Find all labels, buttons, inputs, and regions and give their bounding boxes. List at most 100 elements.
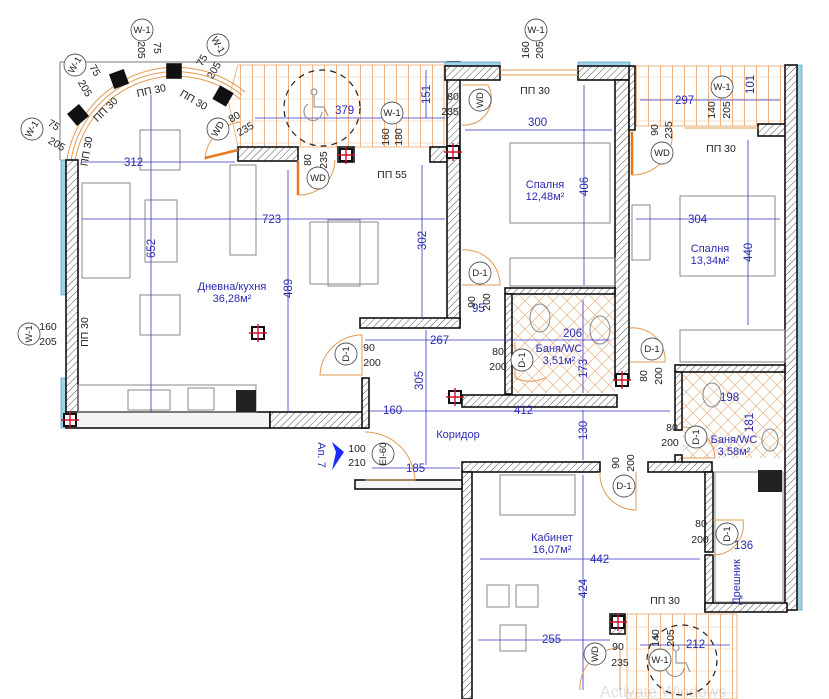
opening-width: 75 [194,52,210,68]
opening-tag: D-1 [341,346,352,361]
dimension-label: 406 [579,177,591,196]
opening-width: 90 [612,641,624,653]
opening-tag-circle [710,75,734,99]
room-area: 16,07м² [533,544,572,556]
opening-width: 90 [649,124,661,136]
room-name: Спалня [526,179,565,191]
opening-width: 80 [492,346,504,358]
dimension-label: 255 [542,634,561,646]
opening-width: 80 [638,370,650,382]
opening-tag-circle [612,474,636,498]
sill-label: ПП 30 [79,317,91,347]
dimension-label: 206 [563,328,582,340]
dimension-label: 652 [146,239,158,258]
sill-label: ПП 55 [377,169,407,181]
opening-width: 90 [363,342,375,354]
opening-tag-circle [715,522,739,546]
dimension-label: 181 [744,413,756,432]
opening-height: 205 [665,629,677,647]
room-name: Коридор [436,429,479,441]
opening-tag-circle [63,53,87,77]
opening-tag-circle [130,18,154,42]
sill-label: ПП 30 [79,136,96,167]
opening-height: 205 [46,135,67,154]
opening-height: 210 [348,457,366,469]
dimension-lines [82,70,780,690]
opening-tag: W-1 [133,25,150,36]
opening-tag: WD [475,92,486,108]
room-area: 3,51м² [543,355,576,367]
opening-width: 140 [650,629,662,647]
room-name: Спалня [691,243,730,255]
sill-label: ПП 30 [91,95,121,125]
room-name: Баня/WC [536,343,583,355]
dimension-label: 101 [745,75,757,94]
opening-tag: W-1 [527,25,544,36]
opening-tag-circle [20,117,44,141]
opening-tag-circle [17,322,41,346]
column-cross-icon [446,388,464,406]
opening-tag-circle [640,337,664,361]
opening-height: 235 [611,657,629,669]
dimension-label: 130 [578,421,590,440]
opening-height: 235 [318,151,330,169]
opening-width: 80 [226,109,242,125]
opening-width: 160 [39,321,57,333]
wheelchair-icon [303,88,329,122]
dimension-label: 723 [262,214,281,226]
dimension-label: 379 [335,105,354,117]
room-name: Баня/WC [711,434,758,446]
walls [60,61,803,699]
opening-width: 80 [302,154,314,166]
dimension-label: 412 [514,405,533,417]
bay-window [65,63,246,171]
furniture [77,129,786,652]
opening-tag-circle [306,166,330,190]
opening-height: 205 [39,336,57,348]
terraces [59,61,786,699]
dimension-label: 440 [743,243,755,262]
opening-height: 205 [534,41,546,59]
dimension-label: 185 [406,463,425,475]
opening-tag: W-1 [713,82,730,93]
opening-height: 205 [75,78,94,99]
opening-height: 200 [625,454,637,472]
opening-tag: WD [310,173,326,184]
opening-tag: W-1 [383,108,400,119]
opening-tag-circle [684,425,708,449]
opening-tag-circle [380,101,404,125]
sill-label: ПП 30 [520,85,550,97]
room-area: 36,28м² [213,293,252,305]
dimension-label: 212 [686,639,705,651]
opening-tag: D-1 [472,268,487,279]
opening-tag-circle [524,18,548,42]
opening-width: 160 [380,128,392,146]
sill-label: ПП 30 [706,143,736,155]
opening-height: 235 [663,121,675,139]
opening-tag-circle [583,642,607,666]
dimension-label: 300 [528,117,547,129]
room-area: 3,58м² [718,446,751,458]
opening-tag-circle [468,88,492,112]
opening-width: 90 [610,457,622,469]
room-area: 12,48м² [526,191,565,203]
opening-tag-circle [468,261,492,285]
opening-width: 80 [447,91,459,103]
opening-height: 200 [661,437,679,449]
room-name: Кабинет [531,532,573,544]
opening-tag: WD [590,646,601,662]
entrance-arrow-icon [332,442,344,470]
opening-tag-circle [648,648,672,672]
dimension-label: 297 [675,95,694,107]
opening-tag: D-1 [616,481,631,492]
dimension-label: 151 [421,85,433,104]
opening-height: 200 [653,367,665,385]
opening-tag-circle [371,442,395,466]
dimension-label: 173 [578,359,590,378]
column-crosses [61,143,631,631]
column-cross-icon [444,143,462,161]
opening-width: 100 [348,443,366,455]
opening-tag-circle [650,141,674,165]
column-cross-icon [337,146,355,164]
column-cross-icon [249,324,267,342]
